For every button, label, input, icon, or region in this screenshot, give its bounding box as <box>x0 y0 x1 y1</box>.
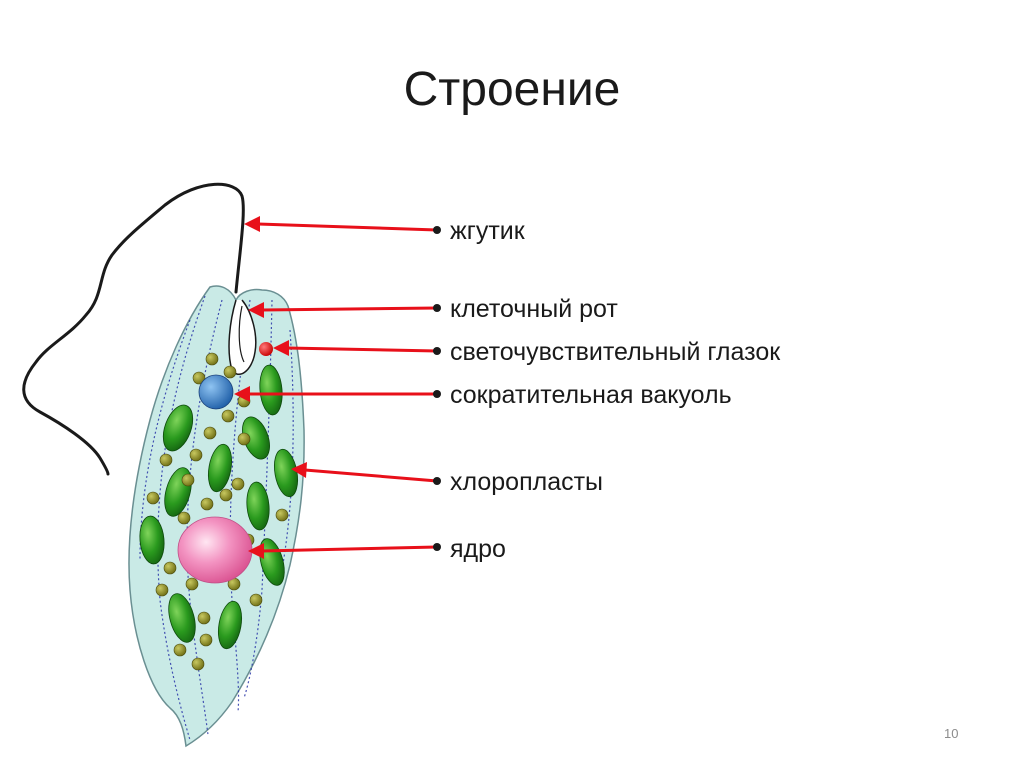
chloroplast <box>207 443 233 493</box>
label-cell-mouth: клеточный рот <box>450 295 618 323</box>
arrow-cell-mouth <box>261 306 438 312</box>
label-chloroplasts: хлоропласты <box>450 468 604 496</box>
cell-body <box>128 285 305 748</box>
arrow-nucleus <box>261 545 438 553</box>
nucleus <box>177 516 253 584</box>
chloroplast <box>246 481 270 531</box>
cell-mouth <box>228 299 257 375</box>
chloroplast <box>139 515 165 565</box>
flagellum <box>22 182 245 476</box>
granules <box>146 352 289 671</box>
chloroplast <box>168 593 196 643</box>
slide-title: Строение <box>403 63 621 116</box>
eyespot <box>259 342 273 356</box>
chloroplast <box>162 404 194 452</box>
arrow-chloroplasts <box>304 468 438 483</box>
chloroplast <box>259 364 283 416</box>
label-nucleus: ядро <box>450 535 506 563</box>
arrow-flagellum <box>257 222 438 232</box>
label-eyespot: светочувствительный глазок <box>450 338 781 366</box>
contractile-vacuole <box>198 374 234 410</box>
page-number: 10 <box>944 726 959 741</box>
chloroplast <box>217 600 243 650</box>
label-contractile-vacuole: сократительная вакуоль <box>450 381 732 409</box>
pointer-arrows <box>234 216 441 559</box>
arrow-eyespot <box>286 346 438 353</box>
label-flagellum: жгутик <box>450 217 525 245</box>
